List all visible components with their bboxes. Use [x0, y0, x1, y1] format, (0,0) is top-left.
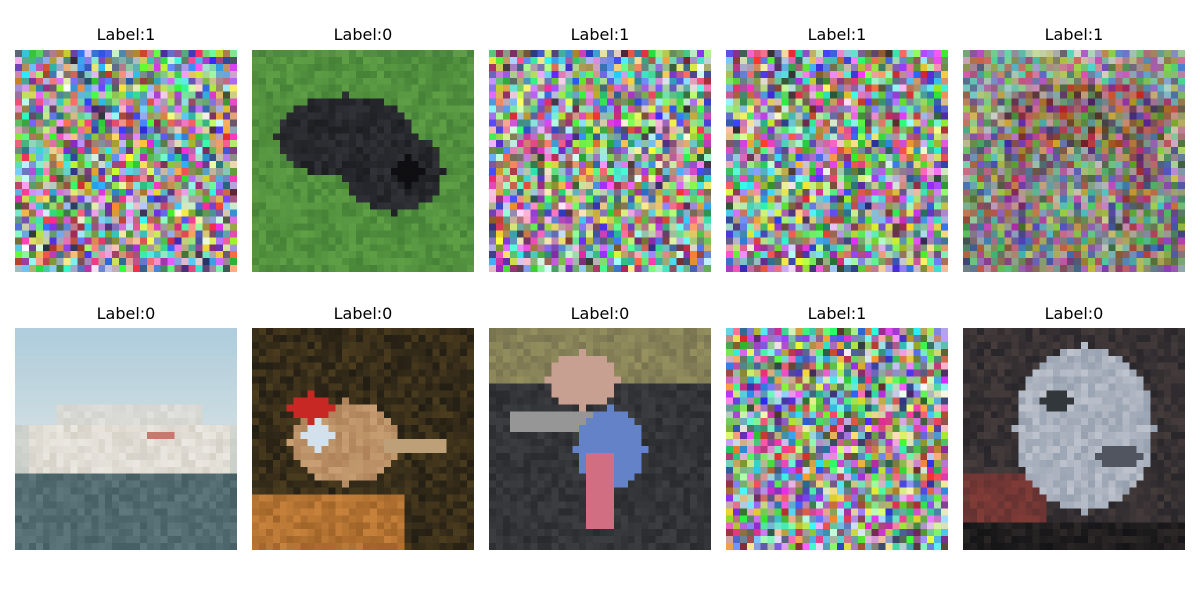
tile-6-title: Label:0: [333, 304, 393, 323]
tile-7-image: [489, 328, 711, 550]
tile-9-title: Label:0: [1044, 304, 1104, 323]
tile-0-image: [15, 50, 237, 272]
tile-4-title: Label:1: [1044, 25, 1104, 44]
tile-5-image: [15, 328, 237, 550]
tile-4-image: [963, 50, 1185, 272]
tile-3-title: Label:1: [807, 25, 867, 44]
tile-2-title: Label:1: [570, 25, 630, 44]
tile-1-title: Label:0: [333, 25, 393, 44]
tile-3-image: [726, 50, 948, 272]
tile-0-title: Label:1: [96, 25, 156, 44]
tile-5-title: Label:0: [96, 304, 156, 323]
tile-2-image: [489, 50, 711, 272]
tile-6-image: [252, 328, 474, 550]
tile-8-title: Label:1: [807, 304, 867, 323]
tile-1-image: [252, 50, 474, 272]
tile-8-image: [726, 328, 948, 550]
tile-7-title: Label:0: [570, 304, 630, 323]
tile-9-image: [963, 328, 1185, 550]
